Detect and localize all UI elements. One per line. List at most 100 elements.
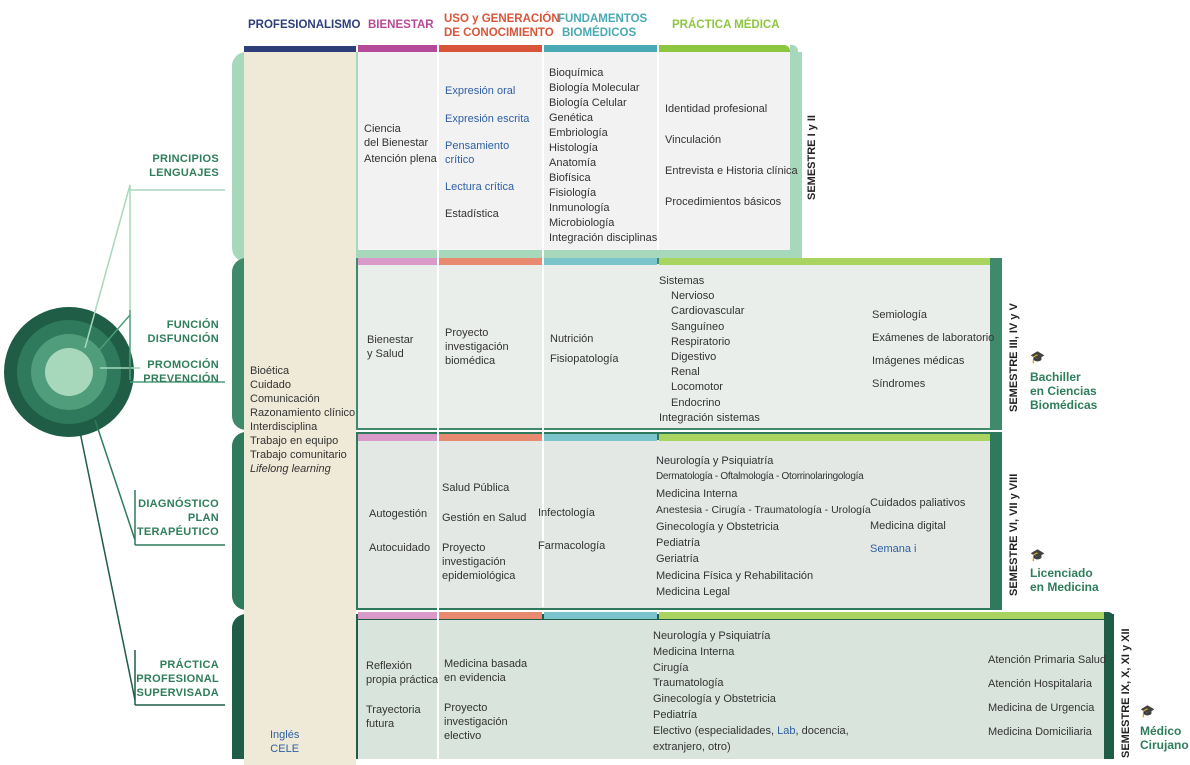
cell-text: Salud Pública [442, 482, 510, 494]
bar-row1-bienestar [358, 45, 437, 52]
row1-fundamentos: Bioquímica Biología Molecular Biología C… [549, 66, 657, 246]
cell-text: Entrevista e Historia clínica [665, 165, 798, 177]
cell-text: Fisiología [549, 187, 597, 199]
cell-text: Pensamiento [445, 140, 510, 152]
cell-text: Respiratorio [671, 335, 731, 348]
cell-text: Biología Celular [549, 97, 627, 109]
divider-3 [657, 52, 659, 250]
cell-text: Identidad profesional [665, 103, 768, 115]
bar-row4-bienestar [358, 612, 437, 619]
degree-medico-1: Médico [1140, 724, 1182, 738]
prof-item: Lifelong learning [250, 463, 331, 475]
degree-licenciado-2: en Medicina [1030, 580, 1099, 594]
cell-text: Farmacología [538, 540, 606, 552]
row3-right-edge [990, 434, 1000, 608]
degree-licenciado: Licenciado en Medicina [1030, 566, 1099, 594]
header-profesionalismo: PROFESIONALISMO [248, 19, 361, 31]
cell-text: Digestivo [671, 351, 717, 364]
semester-i-ii: SEMESTRE I y II [806, 115, 818, 200]
cell-text: Estadística [445, 208, 499, 220]
cell-text: Neurología y Psiquiatría [656, 455, 774, 467]
cell-text: Integración disciplinas [549, 232, 658, 244]
cell-text: Semana i [870, 543, 917, 555]
prof-item: Razonamiento clínico [250, 407, 356, 419]
cell-text: Medicina basada [444, 658, 528, 670]
row2-sistemas: Sistemas Nervioso Cardiovascular Sanguín… [659, 274, 760, 426]
cell-text: Electivo (especialidades, [653, 724, 778, 737]
cell-text: Neurología y Psiquiatría [653, 630, 771, 642]
label-principios: PRINCIPIOS [152, 153, 219, 165]
cell-text: Vinculación [665, 134, 722, 146]
cell-text: Ginecología y Obstetricia [656, 520, 779, 533]
row2-fundamentos: Nutrición Fisiopatología [550, 332, 619, 366]
semester-ix-xii: SEMESTRE IX, X, XI y XII [1120, 628, 1132, 758]
cell-text: Medicina Interna [656, 487, 738, 500]
cell-text: Integración sistemas [659, 411, 760, 424]
cell-text: en evidencia [444, 672, 506, 684]
bar-row3-practica [659, 434, 990, 441]
row1-practica: Identidad profesional Vinculación Entrev… [665, 102, 798, 209]
header-practica-medica: PRÁCTICA MÉDICA [672, 19, 780, 31]
cell-text: Proyecto [445, 327, 489, 339]
cell-text: Lectura crítica [445, 181, 515, 193]
cell-text: Anestesia - Cirugía - Traumatología - Ur… [656, 504, 871, 517]
header-bienestar: BIENESTAR [368, 19, 434, 31]
cell-text: Autocuidado [369, 542, 431, 554]
semester-vi-vii-viii: SEMESTRE VI, VII y VIII [1008, 473, 1020, 596]
bar-row4-uso [439, 612, 542, 619]
label-diagnostico-1: DIAGNÓSTICO [138, 498, 219, 510]
row1-bienestar: Ciencia del Bienestar Atención plena [364, 122, 437, 166]
cell-text: Genética [549, 112, 594, 124]
row4-uso: Medicina basada en evidencia Proyecto in… [444, 657, 527, 743]
cell-text: Nervioso [671, 290, 715, 303]
electivo-line: Electivo (especialidades, Lab, docencia, [653, 724, 849, 740]
cell-text: Anatomía [549, 157, 597, 169]
label-practica-2: PROFESIONAL [136, 673, 219, 685]
cell-text: Ciencia [364, 123, 401, 135]
cell-text: Reflexión [366, 660, 412, 672]
row3-content [358, 440, 990, 608]
row3-fundamentos: Infectología Farmacología [538, 506, 605, 553]
row2-content [358, 264, 990, 428]
header-uso-generacion: USO y GENERACIÓN DE CONOCIMIENTO [444, 12, 560, 40]
lab-link: Lab [777, 724, 796, 737]
graduation-cap-icon: 🎓 [1030, 350, 1045, 364]
cell-text: Atención Primaria Salud [988, 654, 1107, 666]
cell-text: Semiología [872, 309, 928, 321]
cell-text: investigación [444, 716, 508, 728]
header-uso-line2: DE CONOCIMIENTO [444, 27, 554, 39]
cell-text: Infectología [538, 507, 595, 519]
cell-text: Renal [671, 366, 700, 379]
label-funcion-disfuncion: FUNCIÓN DISFUNCIÓN [135, 318, 219, 346]
cell-text: Gestión en Salud [442, 512, 527, 524]
prof-item: Comunicación [250, 393, 320, 405]
cell-text: Inmunología [549, 202, 610, 214]
cell-text: biomédica [445, 355, 496, 367]
bar-row1-uso [439, 45, 542, 52]
header-uso-line1: USO y GENERACIÓN [444, 13, 560, 25]
prof-item: Cuidado [250, 379, 291, 391]
row4-right-edge [1104, 612, 1114, 759]
divider-2 [542, 52, 544, 607]
label-promocion: PROMOCIÓN [147, 359, 219, 371]
prof-item: Trabajo comunitario [250, 449, 347, 461]
degree-licenciado-1: Licenciado [1030, 566, 1093, 580]
row1-right-edge [790, 45, 798, 250]
cell-text: del Bienestar [364, 137, 429, 149]
cell-text: Endocrino [671, 396, 721, 409]
cell-text: Medicina Legal [656, 586, 730, 599]
row2-uso: Proyecto investigación biomédica [445, 326, 509, 368]
header-fundamentos-line2: BIOMÉDICOS [562, 27, 637, 39]
concentric-circles-diagram [4, 307, 134, 437]
cell-text: Pediatría [656, 537, 701, 550]
row4-bienestar: Reflexión propia práctica Trayectoria fu… [366, 659, 438, 731]
cell-text: Imágenes médicas [872, 355, 965, 367]
bar-row2-practica [659, 258, 990, 265]
ingles-label: Inglés [270, 729, 300, 741]
row3-bienestar: Autogestión Autocuidado [369, 507, 430, 555]
degree-bachiller: Bachiller en Ciencias Biomédicas [1030, 370, 1097, 412]
label-promocion-prevencion: PROMOCIÓN PREVENCIÓN [135, 358, 219, 386]
cell-text: investigación [442, 556, 506, 568]
cell-text: Cirugía [653, 661, 689, 674]
cell-text: Medicina Domiciliaria [988, 726, 1092, 738]
